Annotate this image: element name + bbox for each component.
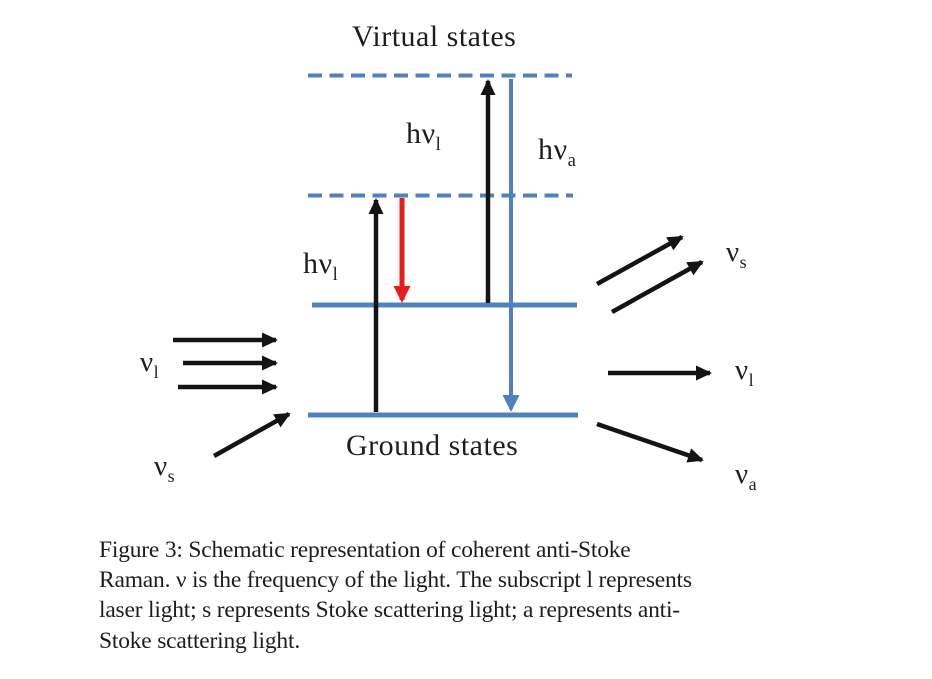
v-s-input-label: νs bbox=[154, 450, 176, 486]
v-s-output-sub: s bbox=[739, 251, 748, 272]
v-s-input-sub: s bbox=[167, 465, 176, 486]
hv-l-lower-label: hνl bbox=[303, 247, 338, 284]
v-a-output-sub: a bbox=[748, 473, 758, 494]
v-l-output-sub: l bbox=[748, 369, 755, 390]
stokes-output-beam-arrow-2 bbox=[610, 260, 704, 314]
ground-states-label: Ground states bbox=[346, 429, 519, 462]
anti-stokes-output-beam-arrow bbox=[596, 421, 704, 463]
v-l-input-sub: l bbox=[153, 361, 160, 382]
stokes-input-beam-arrow bbox=[212, 412, 291, 458]
caption-line-3: laser light; s represents Stoke scatteri… bbox=[99, 597, 680, 624]
v-l-output-base: ν bbox=[735, 354, 749, 386]
hv-a-sub: a bbox=[567, 150, 577, 171]
hv-l-lower-sub: l bbox=[332, 264, 339, 285]
caption-line-2: Raman. ν is the frequency of the light. … bbox=[99, 567, 692, 594]
v-a-output-base: ν bbox=[735, 458, 749, 490]
hv-a-base: hν bbox=[538, 133, 568, 166]
hv-l-upper-sub: l bbox=[435, 134, 442, 155]
hv-l-upper-base: hν bbox=[406, 117, 436, 150]
hv-a-label: hνa bbox=[538, 133, 576, 170]
virtual-states-label: Virtual states bbox=[352, 20, 517, 53]
v-s-output-base: ν bbox=[726, 236, 740, 268]
caption-line-1: Figure 3: Schematic representation of co… bbox=[99, 537, 631, 563]
v-a-output-label: νa bbox=[735, 458, 758, 494]
v-s-input-base: ν bbox=[154, 450, 168, 482]
hv-l-upper-label: hνl bbox=[406, 117, 441, 154]
hv-l-lower-base: hν bbox=[303, 247, 333, 280]
v-l-input-base: ν bbox=[140, 346, 154, 378]
v-s-output-label: νs bbox=[726, 236, 748, 272]
stokes-output-beam-arrow-1 bbox=[595, 235, 684, 286]
v-l-output-label: νl bbox=[735, 354, 755, 390]
v-l-input-label: νl bbox=[140, 346, 160, 382]
caption-line-4: Stoke scattering light. bbox=[99, 627, 300, 654]
figure-caption: Figure 3: Schematic representation of co… bbox=[99, 535, 692, 656]
